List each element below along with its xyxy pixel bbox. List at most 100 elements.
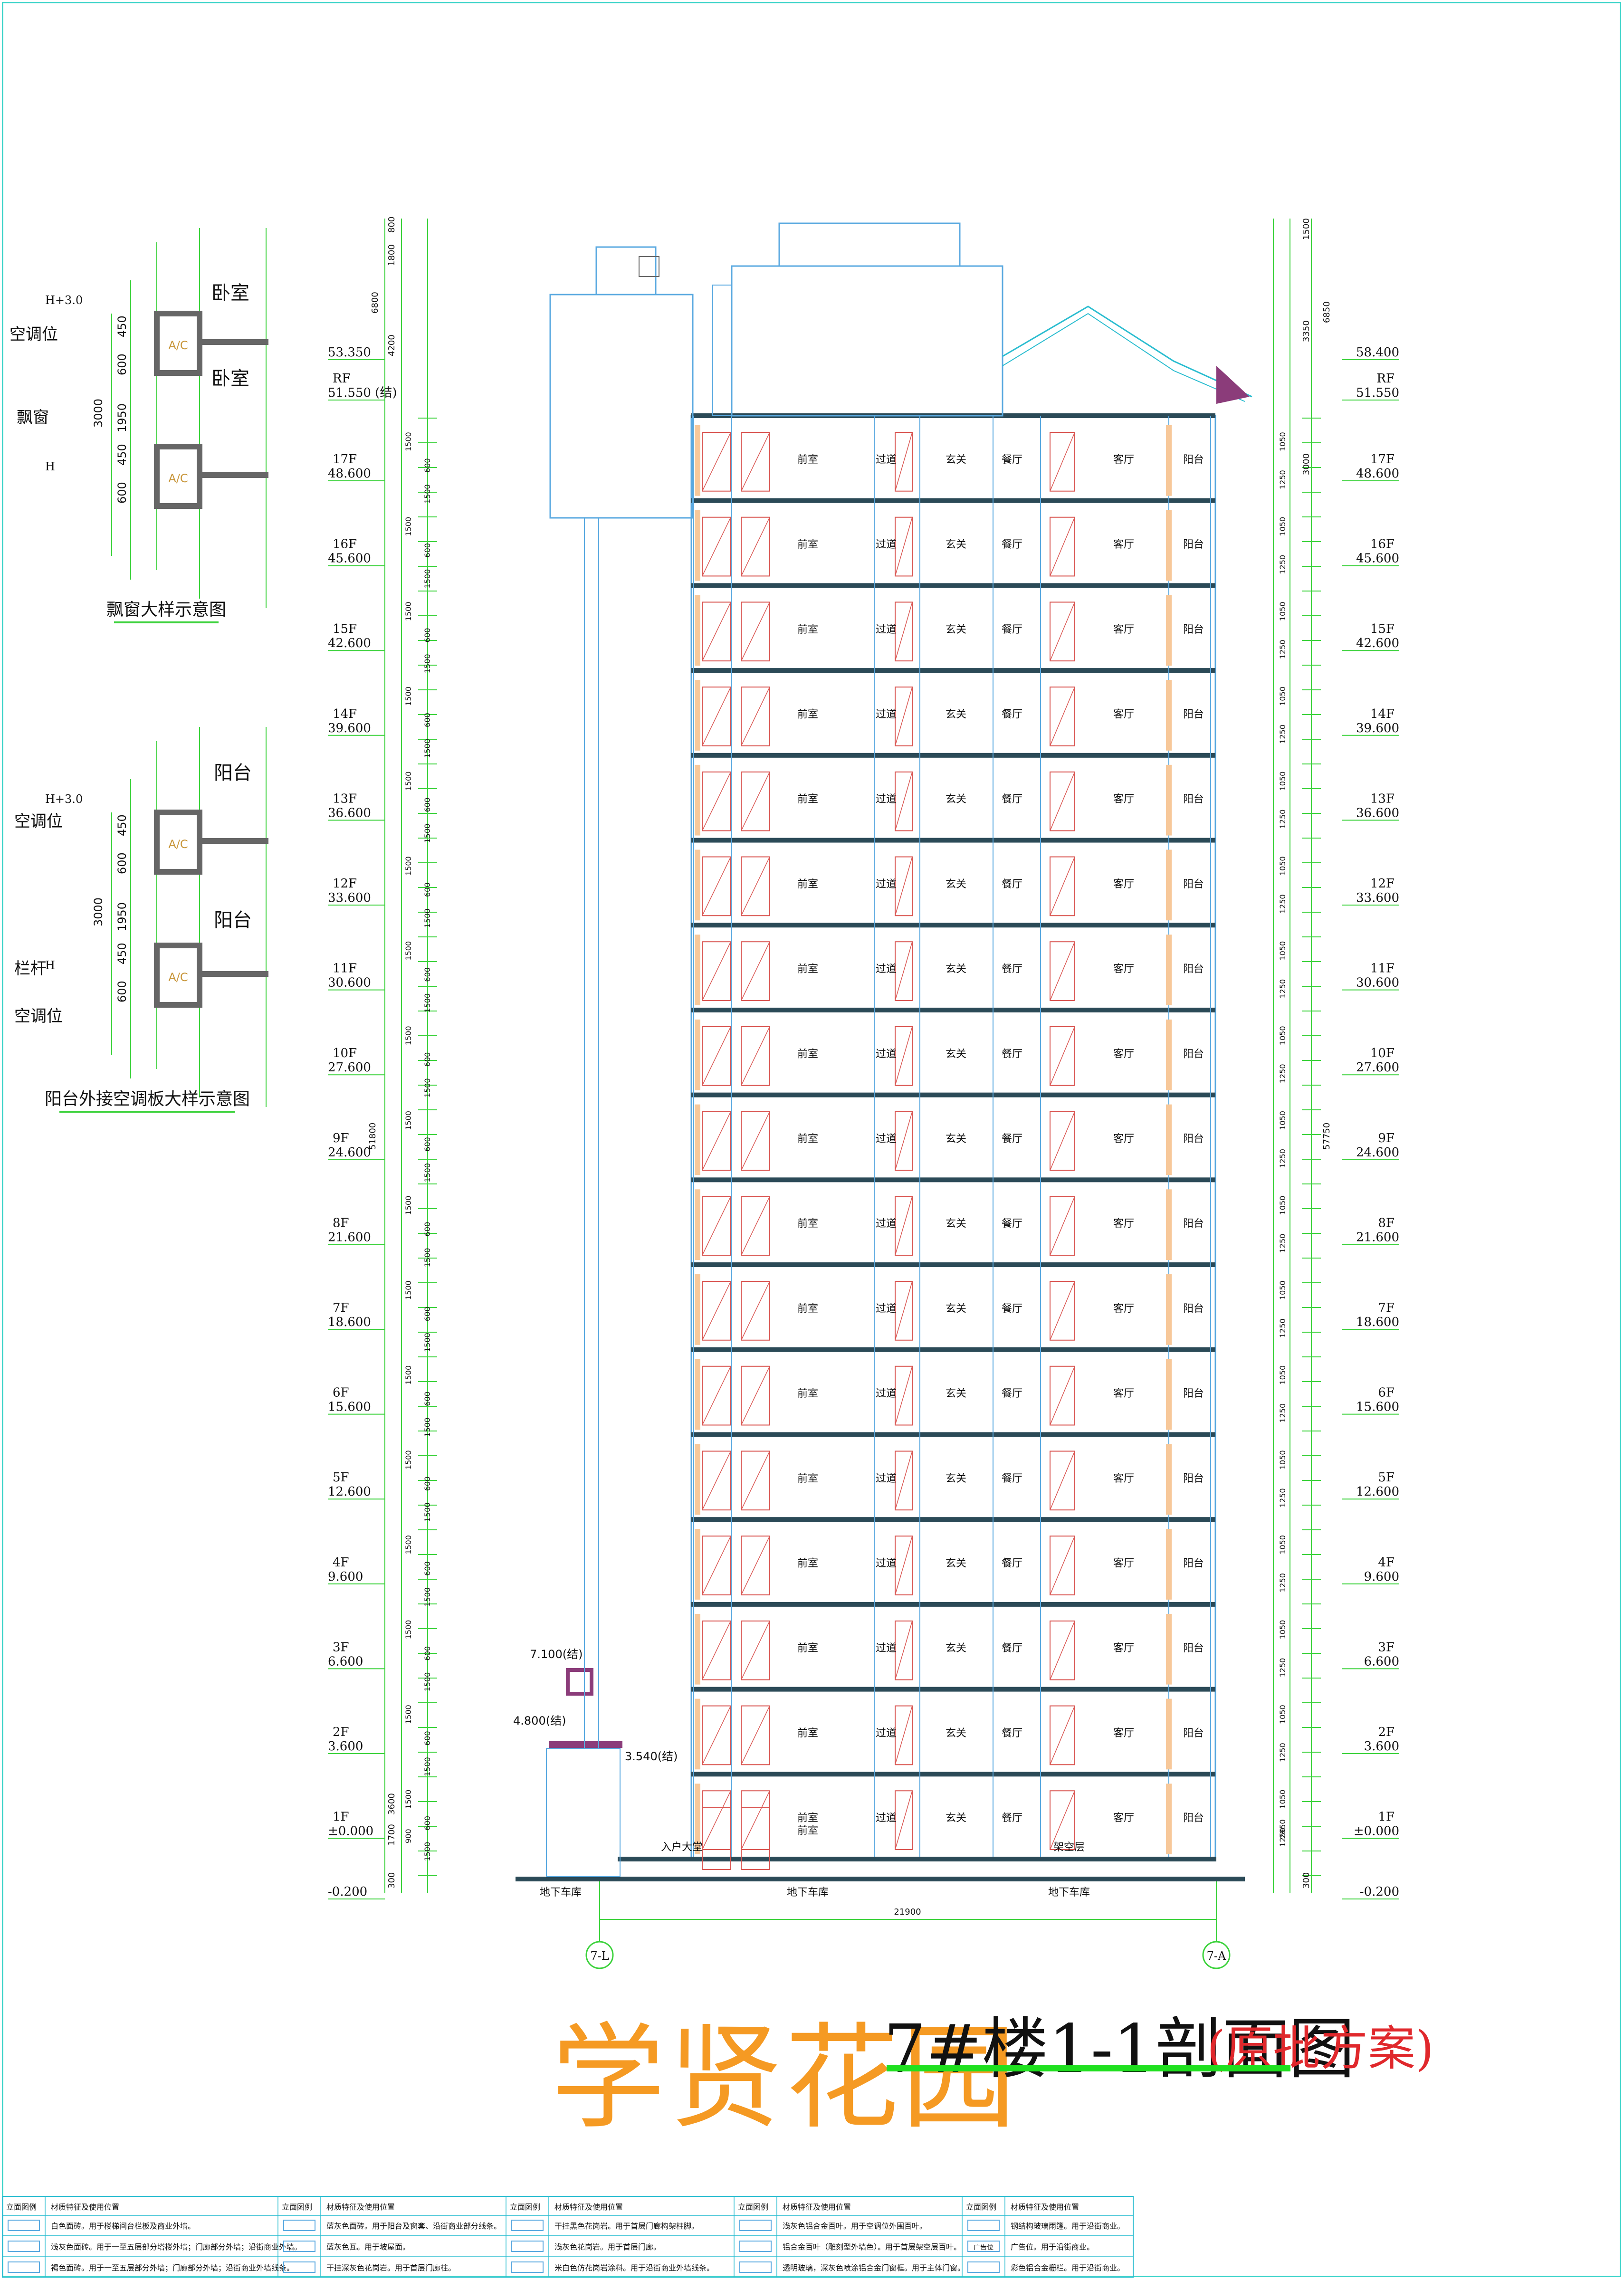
room-label: 过道 <box>876 964 897 975</box>
wall-strip <box>695 680 700 751</box>
room-label: 前室 <box>797 1133 818 1145</box>
right-level-name: 17F <box>1370 452 1395 467</box>
room-label: 过道 <box>876 1133 897 1145</box>
room-label: 餐厅 <box>1002 454 1022 466</box>
room-label: 餐厅 <box>1002 1813 1022 1824</box>
door-swing <box>741 1196 770 1256</box>
door-swing <box>741 772 770 831</box>
detail-title: 飘窗大样示意图 <box>106 600 226 620</box>
room-label: 玄关 <box>946 964 966 975</box>
dim-text-inner: 1500 <box>404 432 413 451</box>
dim-text-inner: 1500 <box>404 517 413 536</box>
detail-h: H <box>45 460 55 473</box>
room-label: 客厅 <box>1113 878 1134 890</box>
detail-dim: 450 <box>115 315 129 337</box>
dim-text-inner: 600 <box>423 1052 432 1067</box>
detail-dim: 3000 <box>92 897 105 926</box>
door-swing <box>702 1706 731 1765</box>
door <box>895 687 913 746</box>
door <box>741 856 770 916</box>
room-label: 客厅 <box>1113 1303 1134 1315</box>
right-level-name: 14F <box>1370 707 1395 721</box>
ac-text: A/C <box>168 472 188 485</box>
dim-text-inner: 1250 <box>1278 1234 1287 1253</box>
dim-text: 300 <box>387 1872 397 1889</box>
room-label: 客厅 <box>1113 539 1134 551</box>
legend-header: 材质特征及使用位置 <box>51 2203 119 2212</box>
door <box>741 1281 770 1341</box>
dim-text-inner: 1250 <box>1278 1573 1287 1593</box>
dim-text-inner: 1050 <box>1278 517 1287 536</box>
detail-title: 阳台外接空调板大样示意图 <box>45 1089 250 1109</box>
room-label: 阳台 <box>1183 1133 1204 1145</box>
door <box>741 1620 770 1680</box>
door-swing <box>702 1026 731 1086</box>
floor-slab <box>691 923 1215 928</box>
right-level-elev: 24.600 <box>1356 1145 1399 1160</box>
door <box>895 1620 913 1680</box>
door-swing <box>1050 1791 1075 1850</box>
door-swing <box>895 602 913 661</box>
dim-text: 3600 <box>387 1793 397 1815</box>
room-label: 玄关 <box>946 1133 966 1145</box>
door-swing <box>741 602 770 661</box>
detail-room: 卧室 <box>211 368 249 390</box>
dim-text-inner: 1050 <box>1278 1365 1287 1385</box>
vent-icon <box>639 256 659 277</box>
left-level-name: 15F <box>333 622 357 636</box>
floor-slab <box>691 1517 1215 1522</box>
room-label: 前室 <box>797 1388 818 1400</box>
door <box>895 1196 913 1256</box>
left-level-elev: 24.600 <box>328 1145 371 1160</box>
door <box>702 771 731 831</box>
dim-text-inner: 600 <box>423 713 432 727</box>
door <box>741 516 770 577</box>
room-label: 前室 <box>797 1813 818 1824</box>
right-level-name: 11F <box>1370 962 1395 976</box>
dim-text-inner: 1500 <box>404 1450 413 1469</box>
room-label: 餐厅 <box>1002 1303 1022 1315</box>
building-section: 前室过道玄关餐厅客厅阳台前室过道玄关餐厅客厅阳台前室过道玄关餐厅客厅阳台前室过道… <box>513 222 1252 1898</box>
left-level-elev: 30.600 <box>328 976 371 990</box>
door-swing <box>702 941 731 1001</box>
wall-strip <box>695 1189 700 1260</box>
dim-text-inner: 1500 <box>423 993 432 1013</box>
axis-label: 7-A <box>1207 1949 1226 1963</box>
door <box>895 1536 913 1595</box>
room-label: 过道 <box>876 454 897 466</box>
dim-text: 6850 <box>1322 301 1332 323</box>
left-level-elev: 9.600 <box>328 1570 363 1584</box>
dim-text-inner: 1250 <box>1278 555 1287 574</box>
legend-text: 透明玻璃，深灰色喷涂铝合金门窗框。用于主体门窗。 <box>783 2263 965 2272</box>
ac-text: A/C <box>168 971 188 984</box>
door <box>895 856 913 916</box>
door-swing <box>895 772 913 831</box>
pitched-roof-inner <box>1002 313 1245 402</box>
door-swing <box>702 432 731 492</box>
door <box>702 432 731 492</box>
door-swing <box>1050 1536 1075 1595</box>
floor-slab <box>691 583 1215 588</box>
legend-swatch <box>283 2261 315 2273</box>
canopy <box>566 1668 593 1696</box>
wall-strip <box>695 425 700 496</box>
room-label: 客厅 <box>1113 454 1134 466</box>
ground-slab <box>618 1857 1216 1861</box>
room-label: 玄关 <box>946 539 966 551</box>
left-level-name: 16F <box>333 537 357 552</box>
dim-text-inner: 1050 <box>1278 772 1287 791</box>
door-swing <box>1050 1706 1075 1765</box>
right-level-elev: 45.600 <box>1356 552 1399 566</box>
legend-icon-text: 广告位 <box>974 2244 994 2251</box>
dim-text-inner: 1500 <box>423 1587 432 1607</box>
door-swing <box>702 687 731 746</box>
left-level-name: 6F <box>333 1386 349 1400</box>
door-swing <box>1050 1196 1075 1256</box>
left-level-name: 10F <box>333 1046 357 1060</box>
dim-text-inner: 1050 <box>1278 1535 1287 1555</box>
door <box>1050 1450 1075 1511</box>
door <box>741 941 770 1001</box>
dim-text-inner: 1250 <box>1278 1149 1287 1168</box>
legend-text: 浅灰色花岗岩。用于首层门廊。 <box>554 2242 661 2251</box>
room-label: 餐厅 <box>1002 793 1022 805</box>
